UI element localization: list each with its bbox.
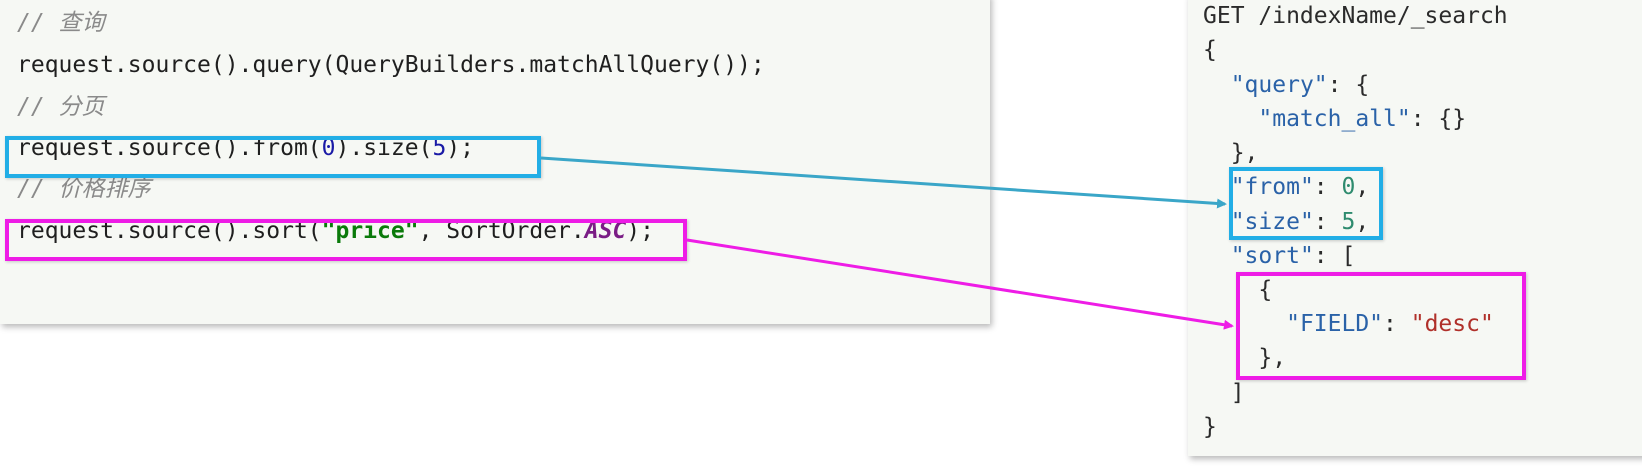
comment-query: // 查询 [17,10,105,36]
dsl-sort-open: : [ [1313,243,1356,269]
dsl-sort-line: "sort": [ [1203,241,1356,271]
dsl-close-brace: } [1203,414,1217,440]
dsl-sort-highlight [1236,272,1526,380]
dsl-sort-obj-close: }, [1203,343,1286,373]
dsl-sort-obj-open-text: { [1258,277,1273,303]
java-from-value: 0 [321,135,336,161]
dsl-from-key: "from" [1230,174,1314,200]
comment-paging: // 分页 [17,94,105,120]
dsl-field-line: "FIELD": "desc" [1286,311,1494,337]
dsl-query-close-text: }, [1230,140,1259,166]
dsl-sort-key: "sort" [1230,243,1314,269]
java-query-line: request.source().query(QueryBuilders.mat… [17,52,765,78]
dsl-field-key: "FIELD" [1286,311,1384,337]
comment-sort: // 价格排序 [17,176,151,202]
dsl-field-value: "desc" [1410,311,1494,337]
dsl-match-all-value: : {} [1410,106,1467,132]
dsl-request-line: GET /indexName/_search [1203,3,1508,29]
dsl-sort-close-text: ] [1230,380,1245,406]
dsl-size-line: "size": 5, [1230,209,1370,235]
dsl-match-all-key: "match_all" [1258,106,1411,132]
dsl-code-panel: GET /indexName/_search { "query": { "mat… [1188,0,1642,456]
dsl-size-key: "size" [1230,209,1314,235]
dsl-sort-obj-close-text: }, [1258,345,1287,371]
dsl-open-brace: { [1203,37,1217,63]
dsl-sort-close: ] [1203,378,1245,408]
dsl-match-all-line: "match_all": {} [1203,104,1466,134]
dsl-paging-highlight [1229,167,1383,240]
java-sort-highlight [5,219,687,261]
java-size-value: 5 [432,135,447,161]
dsl-from-value: 0 [1341,174,1356,200]
dsl-sort-obj-open: { [1203,275,1272,305]
dsl-query-key: "query" [1230,72,1328,98]
dsl-from-line: "from": 0, [1230,174,1370,200]
dsl-size-value: 5 [1341,209,1356,235]
dsl-query-close: }, [1203,138,1259,168]
dsl-query-open: : { [1327,72,1370,98]
java-paging-highlight [5,136,541,178]
dsl-query-line: "query": { [1203,70,1369,100]
